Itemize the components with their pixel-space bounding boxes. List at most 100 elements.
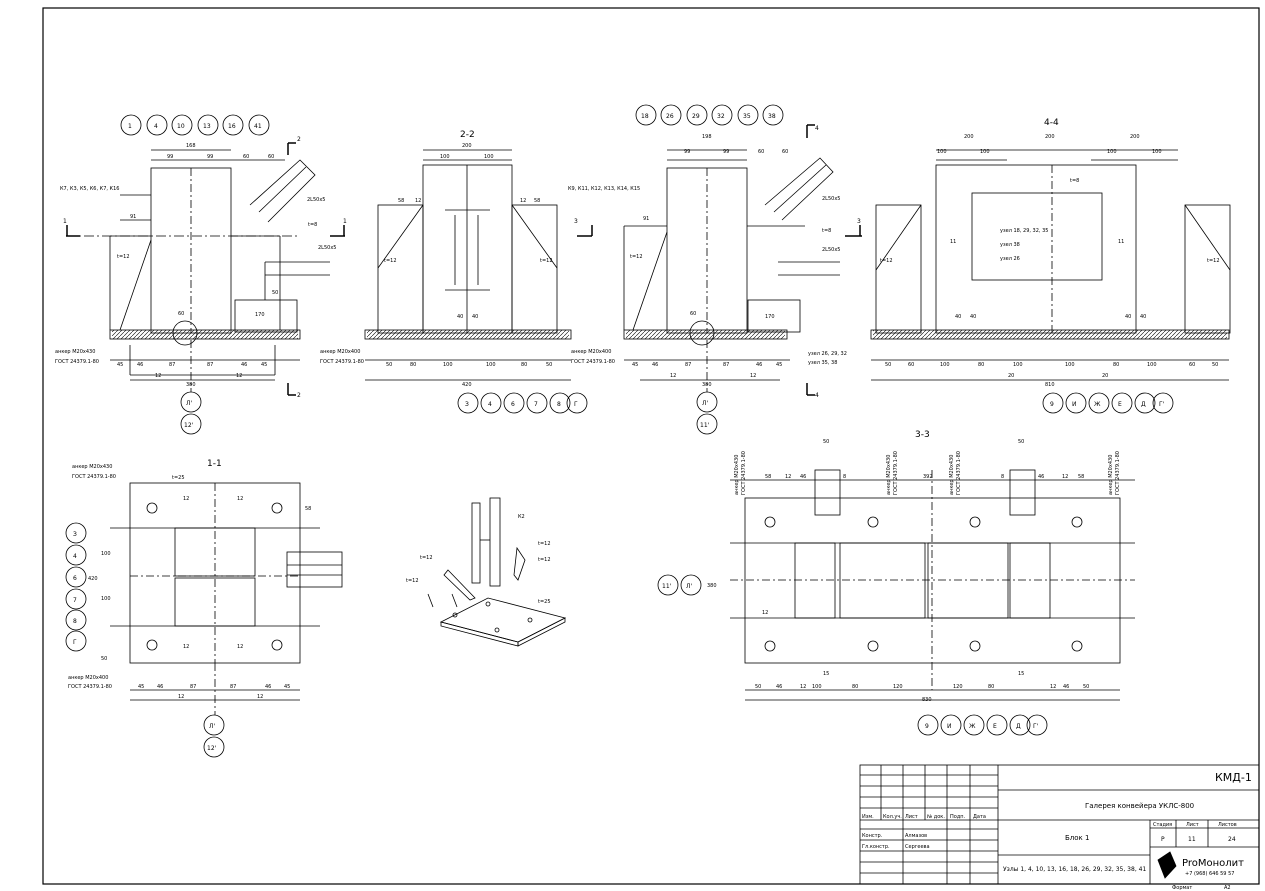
dim: 12	[1062, 474, 1068, 480]
dim: узел 18, 29, 32, 35	[1000, 228, 1048, 234]
tb-name: Алмазов	[905, 833, 927, 839]
dim: 58	[765, 474, 771, 480]
dim: 100	[440, 154, 450, 160]
dim: t=12	[117, 254, 130, 260]
dim: 99	[167, 154, 173, 160]
tb-role: Гл.констр.	[862, 844, 890, 850]
dim: 50	[1083, 684, 1089, 690]
dim: 100	[101, 596, 111, 602]
view-4-4	[870, 149, 1231, 414]
dim: 420	[88, 576, 98, 582]
dim: 12	[670, 373, 676, 379]
axis-tag: 7	[73, 597, 77, 604]
view-3-3	[657, 469, 1135, 736]
cut-mark: 4	[815, 125, 819, 132]
dim: 40	[1140, 314, 1146, 320]
dim: 87	[190, 684, 196, 690]
dim: 45	[284, 684, 290, 690]
cut-mark: 3	[857, 218, 861, 225]
dim: 100	[980, 149, 990, 155]
anchor-label: анкер М20х430	[72, 464, 112, 470]
cut-mark: 1	[343, 218, 347, 225]
dim: 80	[852, 684, 858, 690]
dim: 50	[823, 439, 829, 445]
dim: 120	[893, 684, 903, 690]
anchor-label: ГОСТ 24379.1-80	[1115, 451, 1121, 495]
sheet-frame	[42, 7, 1260, 885]
dim: 15	[823, 671, 829, 677]
dim: 87	[230, 684, 236, 690]
axis-tag: 8	[557, 401, 561, 408]
dim: 100	[1152, 149, 1162, 155]
dim: узел 35, 38	[808, 360, 837, 366]
dim: 80	[1113, 362, 1119, 368]
tb-header: № док.	[927, 814, 945, 820]
cut-mark: 3	[574, 218, 578, 225]
dim: 12	[237, 496, 243, 502]
dim: 60	[782, 149, 788, 155]
dim: 60	[690, 311, 696, 317]
dim: t=8	[308, 222, 317, 228]
dim: 46	[1063, 684, 1069, 690]
anchor-label: анкер М20х430	[949, 455, 955, 495]
view-b	[577, 104, 862, 435]
axis-tag: Е	[993, 723, 997, 730]
tag: 13	[203, 123, 211, 130]
dim: 380	[707, 583, 717, 589]
dim: узел 38	[1000, 242, 1020, 248]
axis-tag: 11'	[662, 583, 672, 590]
dim: 12	[183, 644, 189, 650]
dim: 45	[117, 362, 123, 368]
tb-name: Сергеева	[905, 844, 930, 850]
tb-sheets: 24	[1228, 836, 1236, 843]
format-value: А2	[1224, 885, 1231, 891]
tb-role: Констр.	[862, 833, 883, 839]
axis-tag: 6	[73, 575, 77, 582]
anchor-label: ГОСТ 24379.1-80	[571, 359, 615, 365]
axis-tag: 8	[73, 618, 77, 625]
project-title: Галерея конвейера УКЛС-800	[1085, 802, 1194, 810]
anchor-label: ГОСТ 24379.1-80	[893, 451, 899, 495]
dim: 58	[305, 506, 311, 512]
dim: 50	[386, 362, 392, 368]
dim: 80	[521, 362, 527, 368]
dim: 60	[178, 311, 184, 317]
view-1-1	[65, 482, 343, 758]
dim: 11	[950, 239, 956, 245]
dim: 2L50х5	[318, 245, 336, 251]
dim: 100	[1065, 362, 1075, 368]
dim: 45	[776, 362, 782, 368]
drawing-code: КМД-1	[1215, 771, 1252, 784]
view-2-2	[364, 149, 588, 414]
axis-tag: И	[947, 723, 952, 730]
company-phone: +7 (968) 646 59 57	[1185, 871, 1234, 877]
tag: 16	[228, 123, 236, 130]
dim: 46	[800, 474, 806, 480]
dim: t=12	[540, 258, 553, 264]
anchor-label: ГОСТ 24379.1-80	[55, 359, 99, 365]
dim: 50	[1018, 439, 1024, 445]
dim: 810	[1045, 382, 1055, 388]
axis-tag: И	[1072, 401, 1077, 408]
dim: 100	[101, 551, 111, 557]
dim: 45	[632, 362, 638, 368]
cut-mark: 4	[815, 392, 819, 399]
dim: t=12	[384, 258, 397, 264]
dim: 12	[237, 644, 243, 650]
cut-mark: 1	[63, 218, 67, 225]
dim: 50	[101, 656, 107, 662]
dim: 80	[978, 362, 984, 368]
dim: 40	[472, 314, 478, 320]
dim: 2L50х5	[822, 196, 840, 202]
dim: 58	[534, 198, 540, 204]
tb-header: Дата	[973, 814, 986, 820]
tag: 38	[768, 113, 776, 120]
dim: 91	[643, 216, 649, 222]
mark-list: К9, К11, К12, К13, К14, К15	[568, 186, 640, 192]
dim: 12	[183, 496, 189, 502]
dim: 87	[207, 362, 213, 368]
anchor-label: анкер М20х430	[1108, 455, 1114, 495]
dim: 198	[702, 134, 712, 140]
dim: 200	[462, 143, 472, 149]
